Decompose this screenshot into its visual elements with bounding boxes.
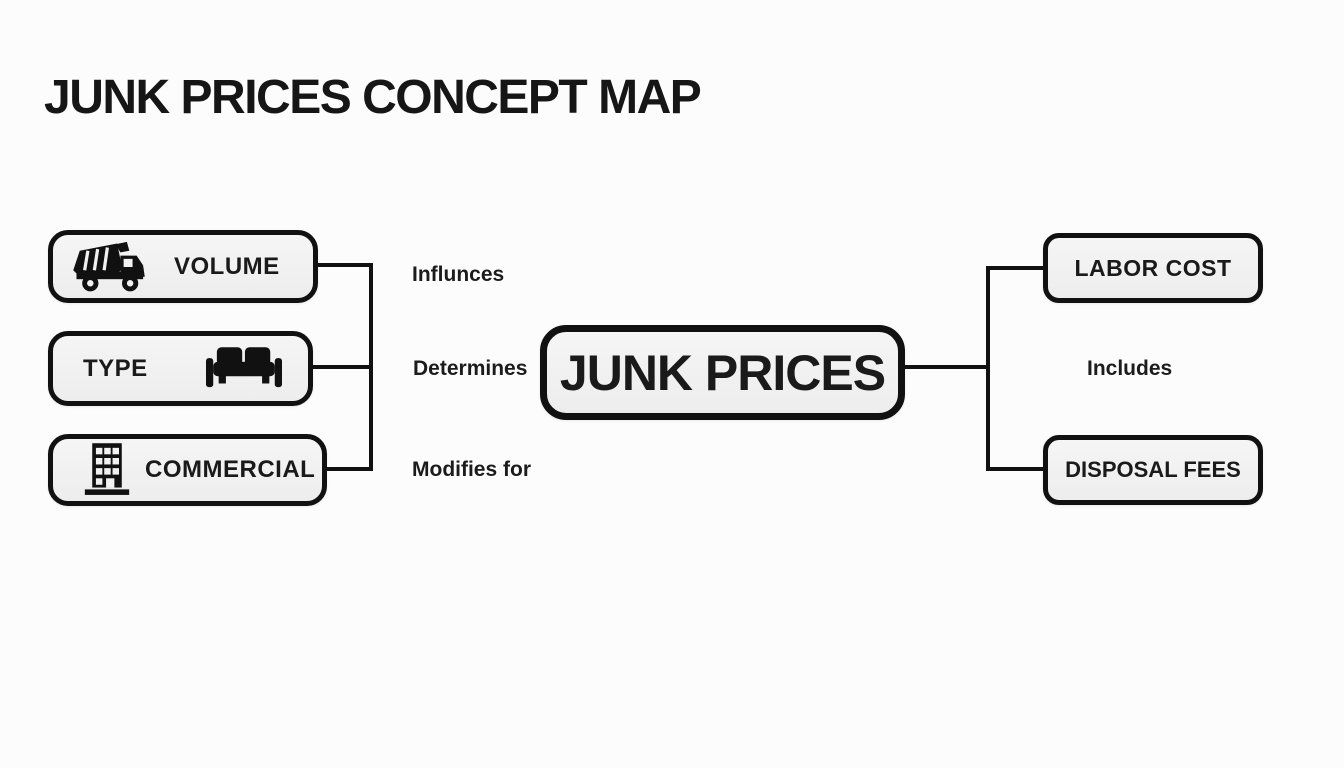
edge-label-influences: Influnces <box>412 263 505 286</box>
connector-disposal-branch <box>986 467 1045 471</box>
node-junk-prices-label: JUNK PRICES <box>559 344 886 401</box>
node-junk-prices: JUNK PRICES <box>540 325 905 420</box>
edge-label-modifies-for: Modifies for <box>412 458 531 481</box>
node-labor-cost-label: LABOR COST <box>1074 254 1232 281</box>
node-commercial-label: COMMERCIAL <box>145 456 316 483</box>
edge-label-includes: Includes <box>1087 357 1173 380</box>
page-title: JUNK PRICES CONCEPT MAP <box>44 71 702 124</box>
node-commercial: COMMERCIAL <box>48 434 327 506</box>
node-volume: VOLUME <box>48 230 318 303</box>
node-disposal-fees: DISPOSAL FEES <box>1043 435 1263 505</box>
couch-icon <box>206 346 282 391</box>
connector-right-vertical <box>986 266 990 471</box>
node-volume-label: VOLUME <box>174 252 280 280</box>
connector-center-stub <box>901 365 990 369</box>
dump-truck-icon <box>70 241 148 293</box>
node-type: TYPE <box>48 331 313 406</box>
connector-type-stub <box>311 365 373 369</box>
connector-commercial-stub <box>325 467 373 471</box>
building-icon <box>83 443 131 497</box>
node-type-label: TYPE <box>83 354 148 382</box>
node-labor-cost: LABOR COST <box>1043 233 1263 303</box>
connector-left-vertical <box>369 263 373 471</box>
node-disposal-fees-label: DISPOSAL FEES <box>1065 457 1241 482</box>
connector-volume-stub <box>316 263 373 267</box>
edge-label-determines: Determines <box>413 357 528 380</box>
connector-labor-branch <box>986 266 1045 270</box>
